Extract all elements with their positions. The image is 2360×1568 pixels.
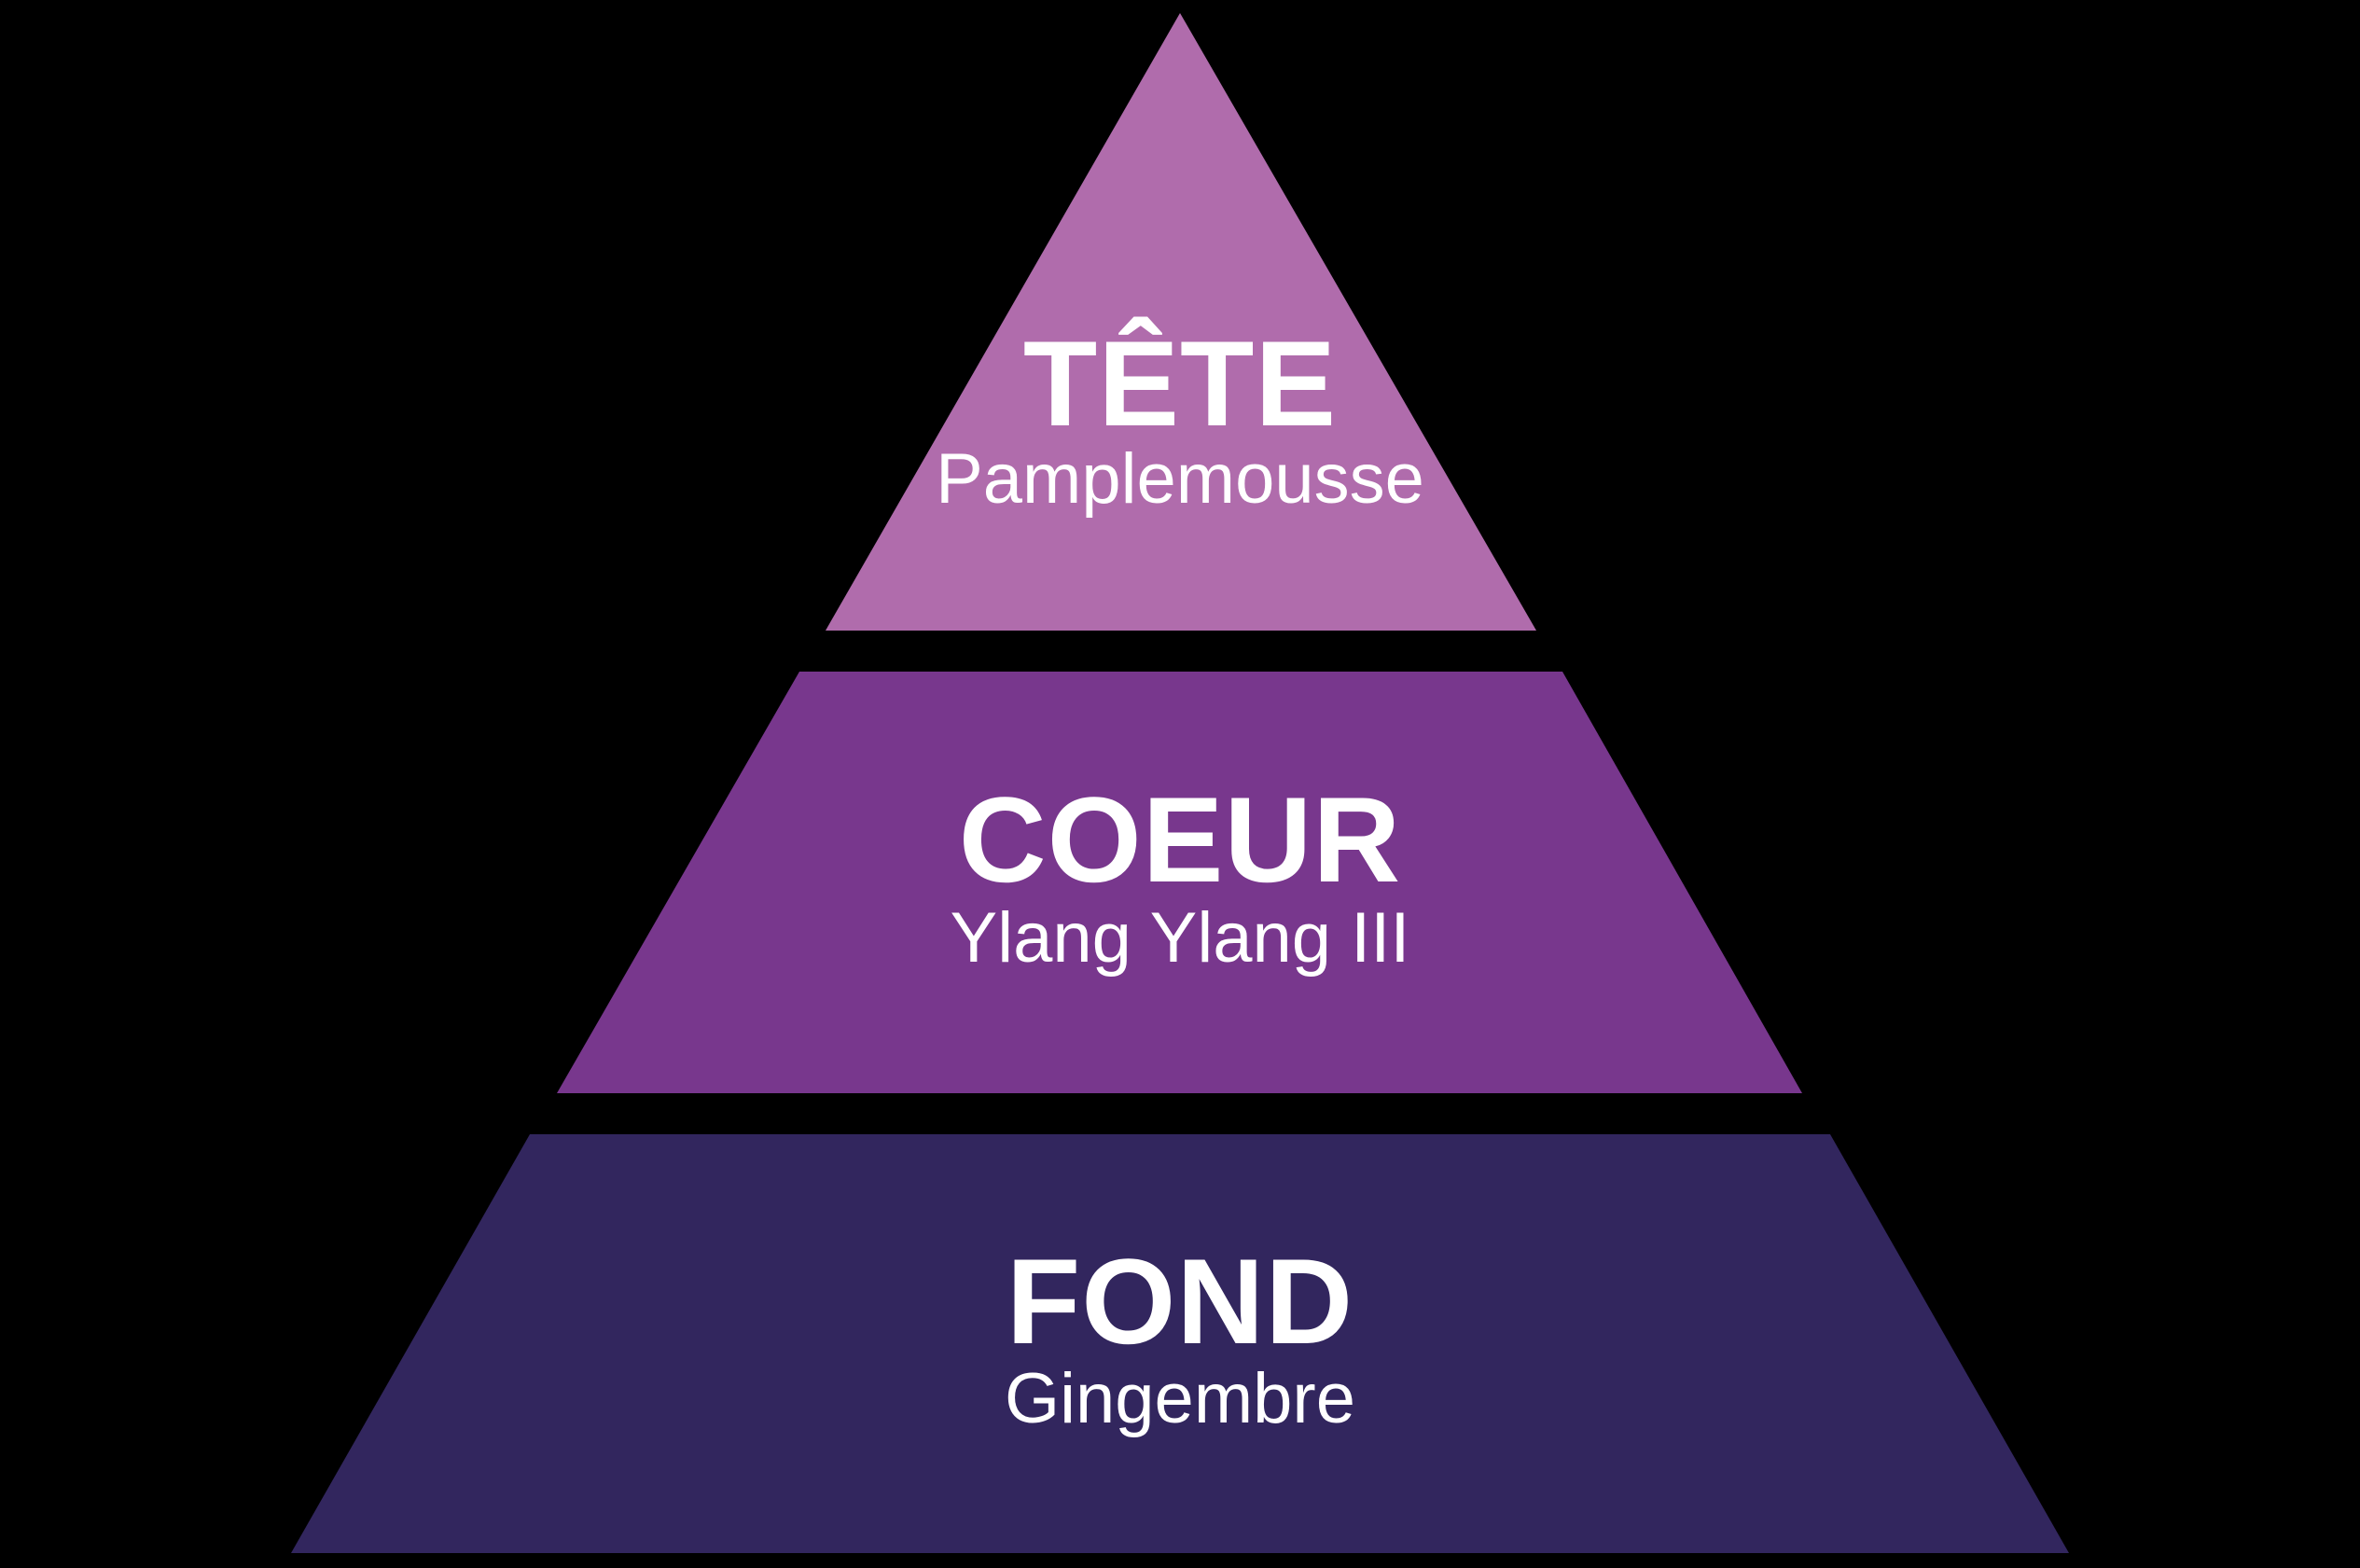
pyramid-layer-coeur-note: Ylang Ylang III (950, 898, 1410, 978)
pyramid-layer-fond-note: Gingembre (1005, 1359, 1355, 1438)
pyramid-layer-tete-title: TÊTE (1022, 315, 1338, 451)
pyramid-layer-coeur-title: COEUR (958, 771, 1402, 908)
pyramid-layer-fond-title: FOND (1006, 1233, 1354, 1369)
pyramid-layer-fond-shape[interactable] (291, 1134, 2069, 1553)
pyramid-layer-tete-shape[interactable] (826, 13, 1536, 631)
pyramid-layer-tete-note: Pamplemousse (936, 439, 1424, 519)
pyramid-layer-coeur-shape[interactable] (557, 672, 1802, 1093)
